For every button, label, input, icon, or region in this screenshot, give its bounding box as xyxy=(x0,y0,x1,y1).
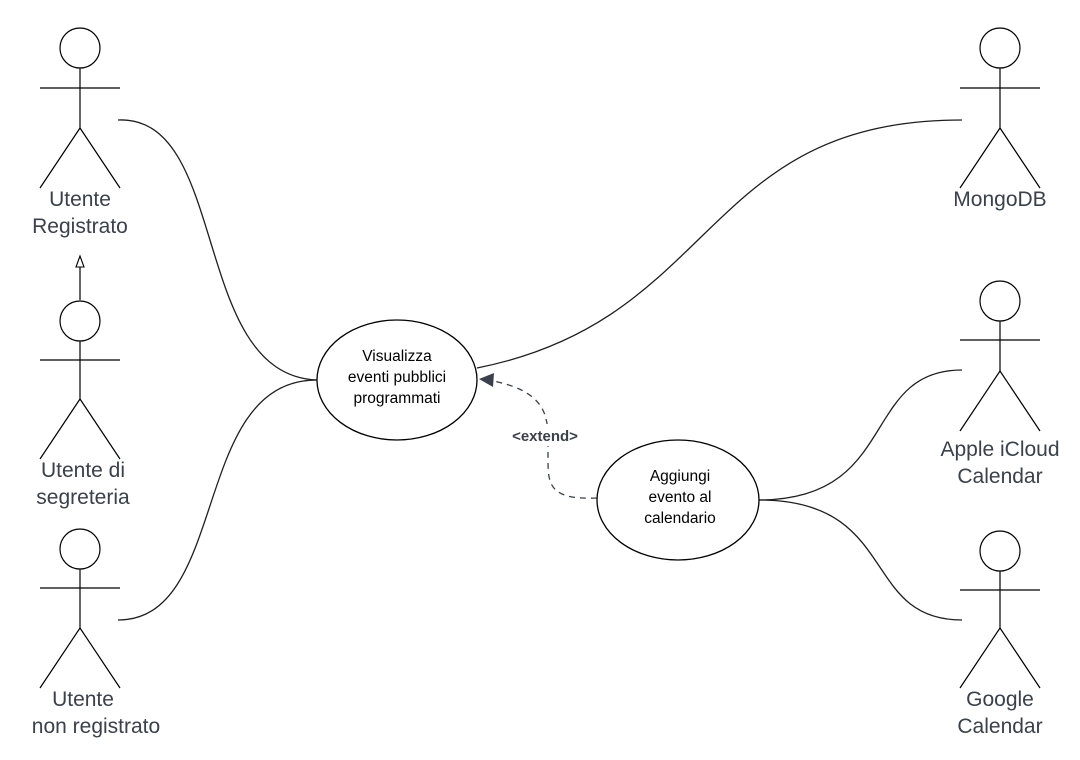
actor-left-leg xyxy=(39,127,81,189)
actor-label-line1: Apple iCloud xyxy=(940,438,1059,461)
actor-label-line1: Utente xyxy=(49,188,111,211)
actor-head xyxy=(59,528,101,570)
generalization-arrowhead xyxy=(75,254,85,268)
association-non-registrato-visualizza xyxy=(117,379,318,621)
actor-apple-icloud-calendar[interactable]: Apple iCloud Calendar xyxy=(940,280,1060,488)
actor-right-leg xyxy=(79,627,121,689)
actor-right-leg xyxy=(999,127,1041,189)
actor-google-calendar[interactable]: Google Calendar xyxy=(957,530,1043,738)
usecase-ellipse xyxy=(596,439,760,561)
actor-label-line1: Google xyxy=(966,688,1034,711)
actor-right-leg xyxy=(79,398,121,460)
actor-label-line1: MongoDB xyxy=(953,188,1046,211)
extend-relationship: <extend> xyxy=(479,373,598,499)
actor-label-line1: Utente xyxy=(52,688,114,711)
association-aggiungi-google xyxy=(758,499,963,621)
actor-label-line2: non registrato xyxy=(32,715,160,738)
actor-head xyxy=(979,530,1021,572)
actor-label-line2: Registrato xyxy=(32,215,128,238)
usecase-ellipse xyxy=(316,319,478,441)
actor-right-leg xyxy=(999,370,1041,432)
actor-left-leg xyxy=(39,627,81,689)
actor-utente-segreteria[interactable]: Utente di segreteria xyxy=(36,300,130,509)
actor-utente-non-registrato[interactable]: Utente non registrato xyxy=(32,528,160,738)
generalization-arrow xyxy=(75,254,85,300)
usecase-visualizza-eventi[interactable]: Visualizza eventi pubblici programmati xyxy=(316,319,478,441)
actor-head xyxy=(59,300,101,342)
usecase-label-line3: calendario xyxy=(644,510,716,527)
actor-right-leg xyxy=(79,127,121,189)
actor-right-leg xyxy=(999,627,1041,689)
actor-label-line2: Calendar xyxy=(957,465,1042,488)
association-visualizza-mongodb xyxy=(476,119,963,369)
actor-label-line2: segreteria xyxy=(36,486,130,509)
extend-dashed-line xyxy=(487,379,598,499)
usecase-label-line1: Visualizza xyxy=(362,348,432,365)
actor-left-leg xyxy=(959,627,1001,689)
usecase-label-line2: eventi pubblici xyxy=(348,369,446,386)
usecase-aggiungi-evento[interactable]: Aggiungi evento al calendario xyxy=(596,439,760,561)
actor-mongodb[interactable]: MongoDB xyxy=(953,27,1047,211)
association-registrato-visualizza xyxy=(117,119,318,381)
actor-label-line1: Utente di xyxy=(41,459,125,482)
actor-utente-registrato[interactable]: Utente Registrato xyxy=(32,27,128,238)
actor-head xyxy=(59,27,101,69)
usecase-label-line3: programmati xyxy=(354,390,441,407)
actor-head xyxy=(979,280,1021,322)
usecase-label-line2: evento al xyxy=(649,489,712,506)
actor-label-line2: Calendar xyxy=(957,715,1042,738)
extend-label-bg xyxy=(502,424,586,446)
extend-label: <extend> xyxy=(512,428,578,445)
actor-left-leg xyxy=(39,398,81,460)
extend-arrowhead xyxy=(479,373,494,387)
association-aggiungi-apple xyxy=(758,369,963,501)
usecase-label-line1: Aggiungi xyxy=(650,468,710,485)
actor-left-leg xyxy=(959,127,1001,189)
actor-head xyxy=(979,27,1021,69)
actor-left-leg xyxy=(959,370,1001,432)
